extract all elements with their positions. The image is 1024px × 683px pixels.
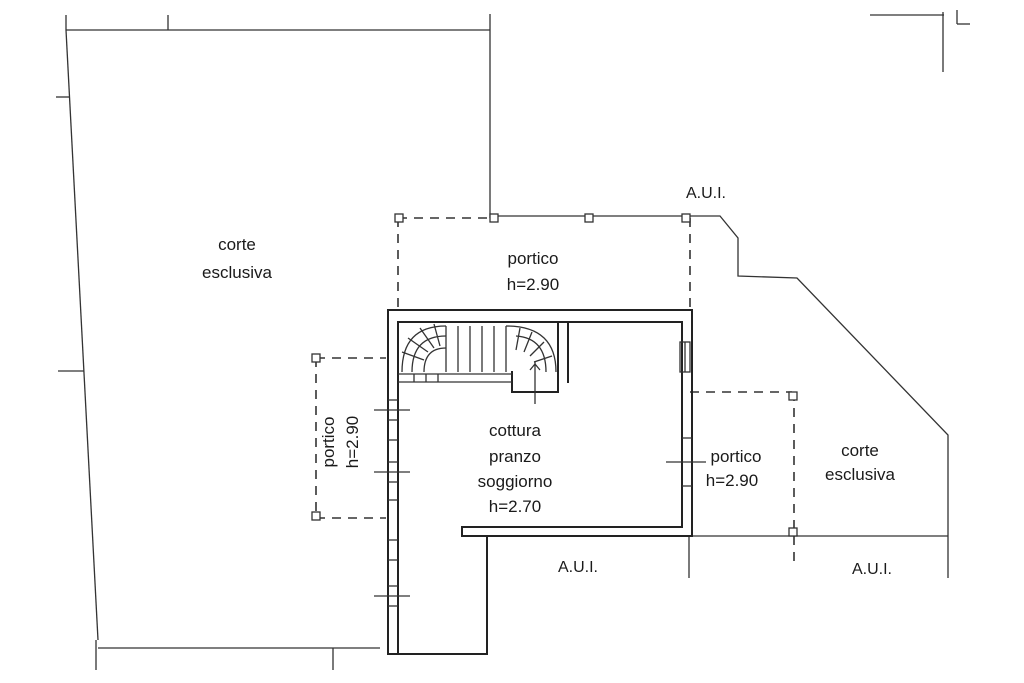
main-room-line1: cottura	[489, 421, 542, 440]
corte-right-line1: corte	[841, 441, 879, 460]
label-portico-left: portico h=2.90	[319, 416, 362, 468]
corte-left-line1: corte	[218, 235, 256, 254]
corte-right-line2: esclusiva	[825, 465, 895, 484]
main-room-line2: pranzo	[489, 447, 541, 466]
label-aui-top: A.U.I.	[686, 185, 726, 202]
portico-right-outline	[690, 391, 798, 566]
corte-left-boundary	[56, 14, 491, 670]
label-corte-left: corte esclusiva	[202, 235, 272, 282]
portico-top-outline	[394, 213, 691, 308]
portico-left-line2: h=2.90	[343, 416, 362, 468]
label-aui-bottom-center: A.U.I.	[558, 559, 598, 576]
portico-left-line1: portico	[319, 416, 338, 467]
portico-right-line2: h=2.90	[706, 471, 758, 490]
staircase	[401, 323, 557, 404]
right-wall-opening	[666, 437, 706, 487]
portico-right-line1: portico	[710, 447, 761, 466]
label-portico-top: portico h=2.90	[507, 249, 559, 294]
corte-right-boundary	[490, 215, 949, 578]
portico-left-outline	[311, 353, 386, 521]
house-walls	[387, 309, 693, 655]
portico-top-line2: h=2.90	[507, 275, 559, 294]
label-corte-right: corte esclusiva	[825, 441, 895, 484]
portico-top-line1: portico	[507, 249, 558, 268]
left-wall-openings	[374, 399, 410, 607]
label-portico-right: portico h=2.90	[706, 447, 762, 490]
label-main-room: cottura pranzo soggiorno h=2.70	[478, 421, 553, 516]
main-room-line3: soggiorno	[478, 472, 553, 491]
corte-left-line2: esclusiva	[202, 263, 272, 282]
top-right-fragment	[870, 10, 970, 72]
label-aui-bottom-right: A.U.I.	[852, 561, 892, 578]
main-room-line4: h=2.70	[489, 497, 541, 516]
